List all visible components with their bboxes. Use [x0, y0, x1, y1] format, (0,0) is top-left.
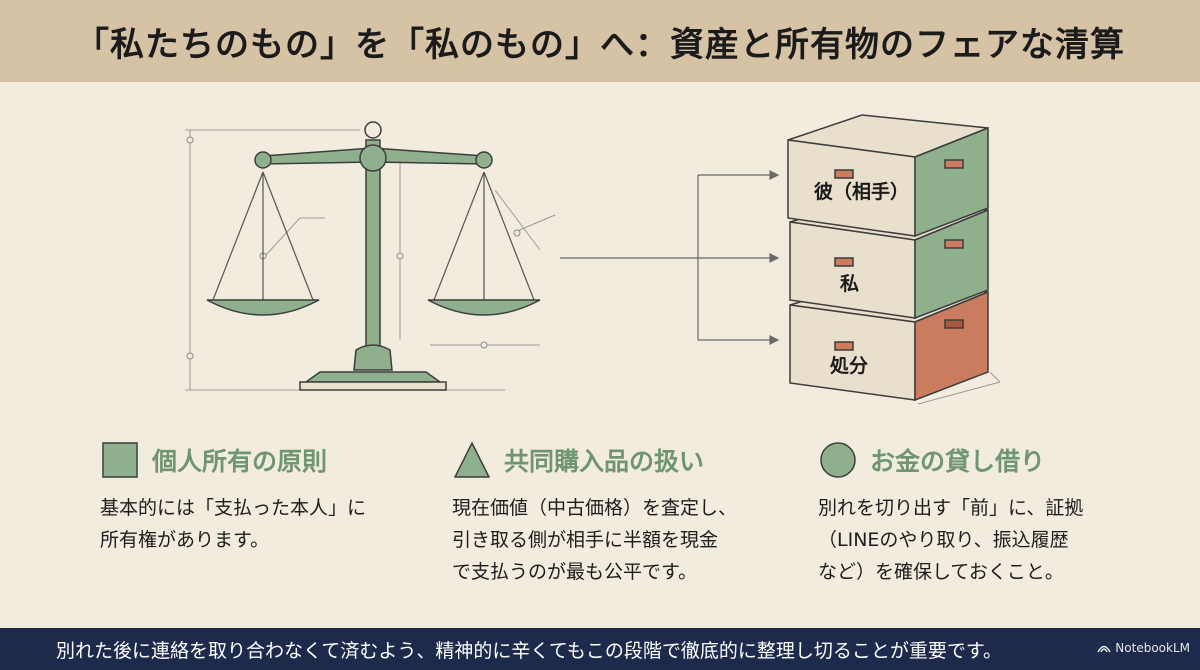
watermark: NotebookLM: [1097, 641, 1190, 655]
circle-icon: [820, 442, 856, 478]
triangle-icon: [453, 441, 491, 478]
notebooklm-logo-icon: [1097, 645, 1111, 653]
principle-body: 別れを切り出す「前」に、証拠 （LINEのやり取り、振込履歴 など）を確保してお…: [818, 497, 1084, 583]
principle-individual-ownership: 個人所有の原則 基本的には「支払った本人」に 所有権があります。: [100, 440, 460, 556]
footer-message: 別れた後に連絡を取り合わなくて済むよう、精神的に辛くてもこの段階で徹底的に整理し…: [56, 639, 1003, 662]
principle-body: 現在価値（中古価格）を査定し、 引き取る側が相手に半額を現金 で支払うのが最も公…: [452, 497, 738, 583]
principle-title: 共同購入品の扱い: [504, 447, 705, 476]
principle-money-lending: お金の貸し借り 別れを切り出す「前」に、証拠 （LINEのやり取り、振込履歴 な…: [818, 440, 1178, 588]
box-label-mine: 私: [840, 273, 859, 295]
principle-joint-purchase: 共同購入品の扱い 現在価値（中古価格）を査定し、 引き取る側が相手に半額を現金 …: [452, 440, 812, 588]
watermark-text: NotebookLM: [1115, 641, 1190, 655]
principle-title: お金の貸し借り: [870, 447, 1046, 476]
box-label-dispose: 処分: [830, 354, 868, 377]
header-banner: 「私たちのもの」を「私のもの」へ：資産と所有物のフェアな清算: [0, 0, 1200, 82]
footer-banner: 別れた後に連絡を取り合わなくて済むよう、精神的に辛くてもこの段階で徹底的に整理し…: [0, 628, 1200, 670]
balance-scale-icon: [185, 121, 556, 391]
storage-boxes: [787, 114, 1001, 405]
illustration: 彼（相手） 私 処分: [185, 114, 1001, 405]
principle-header: お金の貸し借り: [818, 440, 1178, 480]
principle-body: 基本的には「支払った本人」に 所有権があります。: [100, 497, 367, 551]
box-partner: [787, 114, 989, 238]
connector-arrows: [560, 170, 780, 345]
principle-title: 個人所有の原則: [152, 447, 328, 476]
principle-header: 共同購入品の扱い: [452, 440, 812, 480]
principle-header: 個人所有の原則: [100, 440, 460, 480]
page-title: 「私たちのもの」を「私のもの」へ：資産と所有物のフェアな清算: [75, 24, 1125, 65]
square-icon: [102, 442, 138, 478]
box-label-partner: 彼（相手）: [814, 180, 909, 203]
